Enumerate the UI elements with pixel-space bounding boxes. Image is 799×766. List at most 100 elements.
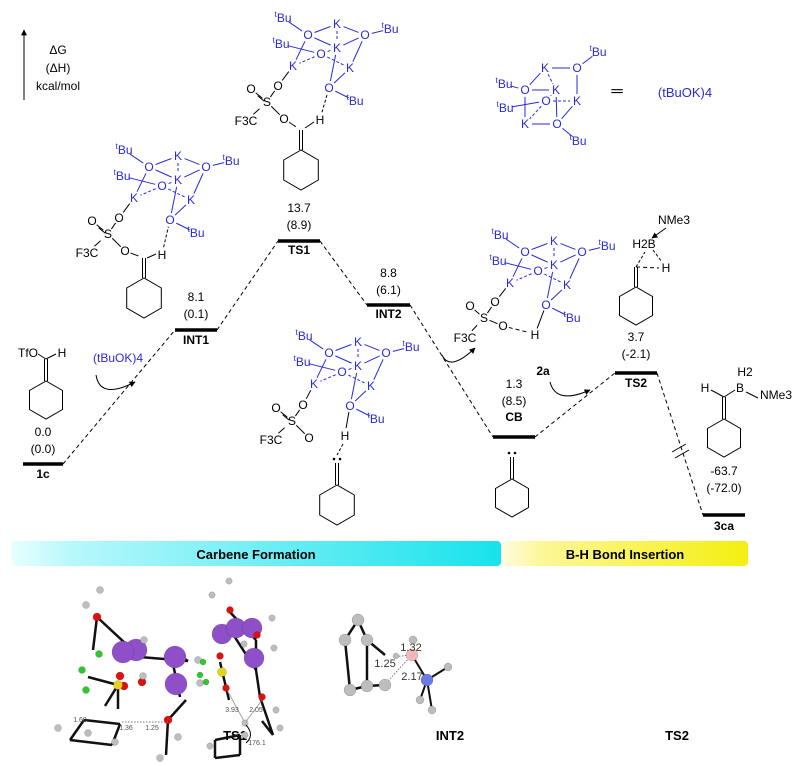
- cluster-bond: [529, 72, 541, 86]
- atom-sphere: [226, 606, 234, 614]
- bond-line: [146, 253, 157, 259]
- label-part: Bu: [572, 134, 587, 148]
- cluster-atom: K: [521, 117, 529, 131]
- cluster-bond: [364, 344, 380, 351]
- bond-line: [486, 306, 493, 314]
- label-part: Bu: [116, 169, 131, 183]
- atom-sphere: [95, 650, 103, 658]
- cluster-atom: O: [324, 346, 333, 360]
- bond-line: [288, 121, 297, 128]
- cluster-atom: K: [541, 61, 549, 75]
- cluster-bond: [168, 181, 172, 185]
- delta-g-value: 0.0: [35, 425, 52, 439]
- cluster-atom: tBu: [402, 338, 419, 354]
- label-part: t: [491, 226, 494, 236]
- cluster-atom: K: [573, 94, 581, 108]
- cluster-atom: tBu: [293, 353, 310, 369]
- phase-label: Carbene Formation: [196, 547, 315, 562]
- delta-h-value: (8.5): [502, 394, 527, 408]
- bond-line: [498, 288, 507, 297]
- cluster-bond: [174, 204, 187, 216]
- oxygen-label: O: [498, 319, 507, 333]
- label-part: t: [381, 20, 384, 30]
- cluster-atom: tBu: [222, 152, 239, 168]
- tbuok4-reagent-label: (tBuOK)4: [93, 351, 143, 365]
- label-part: t: [295, 327, 298, 337]
- model-bond: [343, 639, 352, 691]
- bond-line: [345, 411, 350, 429]
- cluster-bond: [544, 266, 548, 270]
- label-part: t: [274, 9, 277, 19]
- model-bond: [91, 616, 99, 651]
- oxygen-label: O: [304, 431, 313, 445]
- bond-line: [652, 249, 663, 263]
- model-bond: [254, 669, 262, 698]
- atom-sphere: [253, 631, 261, 639]
- cluster-atom: K: [174, 149, 182, 163]
- label-part: Bu: [384, 22, 399, 36]
- delta-g-value: -63.7: [710, 464, 738, 478]
- cluster-bond: [155, 158, 172, 165]
- cluster-bond: [516, 273, 532, 281]
- atom-sphere: [139, 672, 147, 680]
- phase-bar-carbene-formation: [12, 541, 501, 566]
- cluster-atom: O: [345, 399, 354, 413]
- atom-sphere: [268, 614, 276, 622]
- atom-sphere: [206, 742, 214, 750]
- model-bond: [167, 699, 187, 721]
- model-bond: [83, 718, 121, 726]
- pathway-connector: [319, 240, 368, 306]
- cluster-bond: [316, 359, 327, 378]
- carbene-lone-pair: [338, 457, 342, 461]
- atom-sphere: [115, 671, 125, 681]
- sulfur-label: S: [288, 414, 296, 428]
- cluster-bond: [170, 186, 178, 214]
- label-part: t: [272, 35, 275, 45]
- bond-line: [269, 90, 276, 98]
- cluster-atom: K: [550, 258, 558, 272]
- cluster-atom: K: [506, 276, 514, 290]
- bond-line: [96, 224, 104, 231]
- hydrogen-label: H: [531, 328, 540, 342]
- bond-line: [94, 240, 101, 247]
- bond-line: [255, 92, 263, 99]
- cluster-atom: O: [381, 346, 390, 360]
- cluster-atom: K: [367, 379, 375, 393]
- atom-sphere: [272, 706, 280, 714]
- cluster-atom: K: [289, 59, 297, 73]
- bond-line: [508, 326, 530, 334]
- cluster-bond: [354, 390, 367, 402]
- cluster-bond: [550, 94, 552, 97]
- delta-g-value: 8.8: [380, 266, 397, 280]
- label-part: Bu: [275, 37, 290, 51]
- delta-h-value: (0.1): [184, 307, 209, 321]
- species-label: 3ca: [714, 519, 734, 533]
- h2b-label: H2B: [632, 237, 655, 251]
- delta-g-value: 1.3: [506, 377, 523, 391]
- cluster-atom: tBu: [489, 252, 506, 268]
- atom-sphere: [338, 633, 352, 647]
- label-part: Bu: [601, 239, 616, 253]
- hydrogen-label: H: [341, 429, 350, 443]
- model-bond: [261, 720, 274, 736]
- bond-line: [635, 251, 646, 268]
- cluster-atom: K: [346, 61, 354, 75]
- bond-line: [37, 353, 47, 360]
- cluster-bond: [193, 173, 204, 194]
- axis-break-mark: [674, 449, 690, 459]
- cf3-label: F3C: [260, 433, 283, 447]
- dative-arrow: [651, 227, 667, 239]
- cluster-bond: [327, 56, 344, 66]
- cluster-bond: [364, 355, 380, 364]
- cluster-atom: tBu: [491, 226, 508, 242]
- atom-sphere: [276, 724, 284, 732]
- bond-line: [710, 389, 725, 398]
- cluster-bond: [348, 374, 365, 384]
- tfo-label: TfO: [18, 346, 38, 360]
- atom-sphere: [196, 671, 204, 679]
- atom-sphere: [216, 652, 224, 660]
- cluster-atom: tBu: [272, 35, 289, 51]
